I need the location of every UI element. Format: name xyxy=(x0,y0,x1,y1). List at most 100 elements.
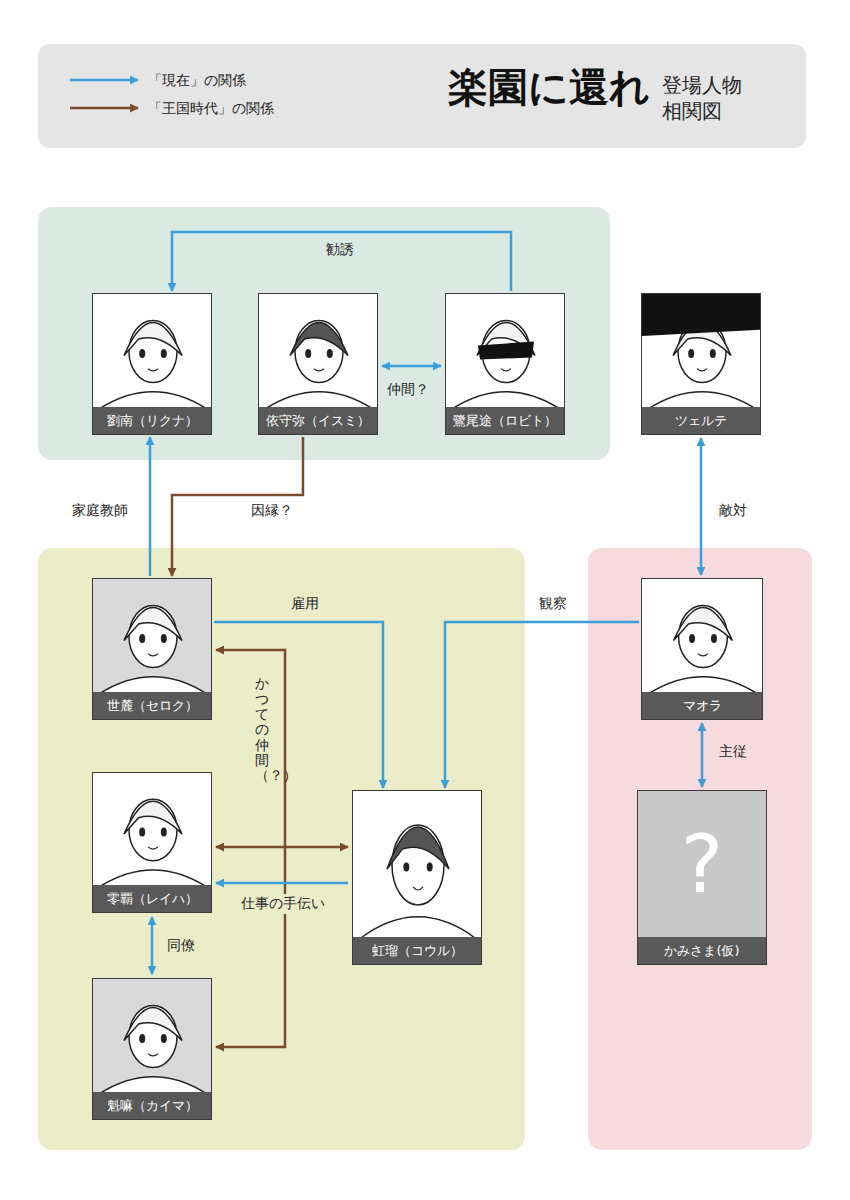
portrait-ground xyxy=(353,791,482,939)
character-name: かみさま(仮) xyxy=(664,942,739,960)
character-card: 魁嘛（カイマ） xyxy=(92,978,212,1120)
portrait-illustration xyxy=(93,579,212,694)
portrait xyxy=(642,294,760,407)
eye xyxy=(305,349,311,358)
character-card: 劉南（リクナ） xyxy=(92,293,212,435)
eye xyxy=(139,349,145,358)
relation-label: 因縁？ xyxy=(248,501,296,521)
name-bar: 鷺尾途（ロビト） xyxy=(446,407,564,434)
eye xyxy=(161,1034,167,1043)
mouth xyxy=(148,847,158,849)
portrait-illustration xyxy=(642,579,763,694)
name-bar: 零覇（レイハ） xyxy=(93,885,211,912)
portrait-illustration xyxy=(259,294,378,409)
shoulders xyxy=(360,917,477,939)
hat xyxy=(642,294,761,336)
relation-label: 仲間？ xyxy=(384,380,432,400)
character-name: マオラ xyxy=(683,697,722,715)
placeholder-mark: ? xyxy=(681,818,723,911)
mask xyxy=(478,342,534,360)
caption: 登場人物 相関図 xyxy=(662,72,748,124)
relation-label: 観察 xyxy=(536,594,570,614)
relation-label: 勧誘 xyxy=(323,240,357,260)
relation-label: かつての仲間（？） xyxy=(254,674,270,786)
portrait xyxy=(93,979,211,1092)
eye xyxy=(427,863,433,872)
hair xyxy=(387,827,449,869)
name-bar: 世麓（セロク） xyxy=(93,692,211,719)
character-name: ツェルテ xyxy=(675,412,727,430)
portrait-illustration xyxy=(93,773,212,887)
portrait xyxy=(93,579,211,692)
hair xyxy=(124,1007,182,1040)
character-card: ツェルテ xyxy=(641,293,761,435)
portrait-illustration xyxy=(353,791,482,939)
portrait-ground xyxy=(259,294,378,409)
portrait-ground xyxy=(93,579,212,694)
portrait-illustration xyxy=(93,294,212,409)
character-card: 零覇（レイハ） xyxy=(92,772,212,913)
portrait-ground xyxy=(93,294,212,409)
eye xyxy=(403,863,409,872)
portrait xyxy=(642,579,762,692)
eye xyxy=(161,828,167,837)
mouth xyxy=(697,369,707,371)
portrait-illustration xyxy=(642,294,761,409)
hair xyxy=(124,322,182,355)
mouth xyxy=(148,369,158,371)
title-wrap: 楽園に還れ xyxy=(448,60,650,115)
group-region: マオラ? かみさま(仮) xyxy=(588,548,812,1150)
portrait-ground xyxy=(638,791,767,939)
hair xyxy=(290,322,348,355)
relation-label: 同僚 xyxy=(164,936,198,956)
relation-label: 敵対 xyxy=(716,501,750,521)
mouth xyxy=(501,369,511,371)
character-card: 虹瑠（コウル） xyxy=(352,790,482,965)
legend-line xyxy=(70,107,138,110)
name-bar: マオラ xyxy=(642,692,762,719)
eye xyxy=(161,634,167,643)
character-card: ? かみさま(仮) xyxy=(637,790,767,965)
portrait-ground xyxy=(93,773,212,887)
portrait xyxy=(93,773,211,885)
portrait: ? xyxy=(638,791,766,937)
legend-text: 「現在」の関係 xyxy=(148,70,246,90)
mouth xyxy=(314,369,324,371)
legend-text: 「王国時代」の関係 xyxy=(148,98,274,118)
hair xyxy=(674,607,733,640)
eye xyxy=(711,634,717,643)
hair xyxy=(124,801,182,834)
relation-label: 仕事の手伝い xyxy=(238,894,328,914)
legend-entry: 「現在」の関係 xyxy=(148,70,246,90)
character-name: 世麓（セロク） xyxy=(107,697,198,715)
character-name: 鷺尾途（ロビト） xyxy=(453,412,557,430)
name-bar: 魁嘛（カイマ） xyxy=(93,1092,211,1119)
mouth xyxy=(698,654,708,656)
character-name: 虹瑠（コウル） xyxy=(372,942,463,960)
portrait-ground xyxy=(93,979,212,1094)
character-card: マオラ xyxy=(641,578,763,720)
caption-wrap: 登場人物 相関図 xyxy=(662,72,748,124)
legend-entry: 「王国時代」の関係 xyxy=(148,98,274,118)
character-name: 劉南（リクナ） xyxy=(107,412,198,430)
portrait-illustration xyxy=(446,294,565,409)
character-name: 零覇（レイハ） xyxy=(107,890,198,908)
mouth xyxy=(148,1054,158,1056)
placeholder-wrap: ? xyxy=(638,791,766,937)
eye xyxy=(161,349,167,358)
relation-label: 家庭教師 xyxy=(69,501,131,521)
portrait xyxy=(259,294,377,407)
hair xyxy=(124,607,182,640)
portrait-ground xyxy=(642,579,763,694)
portrait xyxy=(93,294,211,407)
relation-label: 主従 xyxy=(716,742,750,762)
eye xyxy=(139,828,145,837)
name-bar: 劉南（リクナ） xyxy=(93,407,211,434)
eye xyxy=(688,349,694,358)
character-card: 世麓（セロク） xyxy=(92,578,212,720)
portrait-ground xyxy=(446,294,565,409)
name-bar: 依守弥（イスミ） xyxy=(259,407,377,434)
eye xyxy=(139,634,145,643)
eye xyxy=(689,634,695,643)
character-name: 魁嘛（カイマ） xyxy=(107,1097,198,1115)
